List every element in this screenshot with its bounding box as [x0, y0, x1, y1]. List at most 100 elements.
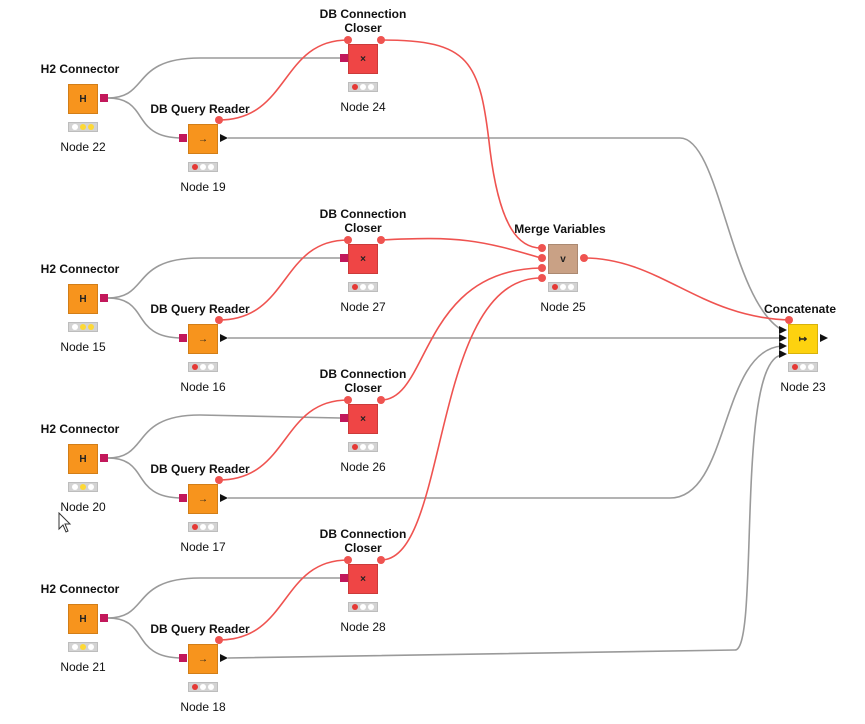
flow-reader-19-to-closer-24[interactable] — [218, 39, 349, 121]
connection-reader-19-to-concat-23[interactable] — [228, 137, 783, 331]
database-read-icon[interactable]: → — [188, 324, 218, 354]
flow-closer-28-to-merge-25[interactable] — [380, 277, 542, 561]
node-label[interactable]: Node 16 — [180, 380, 226, 394]
node-label[interactable]: Node 25 — [540, 300, 586, 314]
status-indicator — [548, 282, 578, 292]
node-label[interactable]: Node 24 — [340, 100, 386, 114]
data-output-port[interactable] — [220, 494, 228, 502]
flow-variable-input-port[interactable] — [785, 316, 793, 324]
db-output-port[interactable] — [100, 614, 108, 622]
connection-reader-18-to-concat-23[interactable] — [227, 354, 783, 659]
database-h2-icon[interactable]: H — [68, 444, 98, 474]
db-input-port[interactable] — [179, 654, 187, 662]
flow-variable-output-port[interactable] — [377, 236, 385, 244]
database-close-icon[interactable]: × — [348, 244, 378, 274]
db-output-port[interactable] — [100, 94, 108, 102]
database-h2-icon[interactable]: H — [68, 284, 98, 314]
db-input-port[interactable] — [340, 54, 348, 62]
connection-h2-21-to-reader-18[interactable] — [107, 617, 183, 659]
database-close-icon[interactable]: × — [348, 564, 378, 594]
db-input-port[interactable] — [179, 494, 187, 502]
node-title: DB Connection Closer — [319, 367, 407, 395]
database-h2-icon[interactable]: H — [68, 604, 98, 634]
data-output-port[interactable] — [220, 334, 228, 342]
db-input-port[interactable] — [340, 414, 348, 422]
data-output-port[interactable] — [220, 654, 228, 662]
node-title: DB Connection Closer — [319, 7, 407, 35]
flow-variable-input-port-1[interactable] — [538, 244, 546, 252]
connection-reader-17-to-concat-23[interactable] — [228, 345, 783, 499]
db-input-port[interactable] — [179, 334, 187, 342]
database-close-icon[interactable]: × — [348, 44, 378, 74]
connection-h2-22-to-reader-19[interactable] — [107, 97, 183, 139]
node-label[interactable]: Node 17 — [180, 540, 226, 554]
merge-variables-icon[interactable]: v — [548, 244, 578, 274]
data-input-port-2[interactable] — [779, 334, 787, 342]
database-read-icon[interactable]: → — [188, 484, 218, 514]
connection-h2-21-to-closer-28[interactable] — [107, 577, 340, 619]
node-label[interactable]: Node 28 — [340, 620, 386, 634]
flow-variable-port[interactable] — [215, 316, 223, 324]
data-output-port[interactable] — [820, 334, 828, 342]
node-title: DB Query Reader — [150, 302, 250, 316]
flow-variable-input-port[interactable] — [344, 556, 352, 564]
node-label[interactable]: Node 15 — [60, 340, 106, 354]
node-label[interactable]: Node 22 — [60, 140, 106, 154]
connection-h2-22-to-closer-24[interactable] — [107, 57, 340, 99]
status-indicator — [188, 522, 218, 532]
node-label[interactable]: Node 26 — [340, 460, 386, 474]
flow-variable-input-port[interactable] — [344, 36, 352, 44]
flow-closer-24-to-merge-25[interactable] — [380, 39, 542, 249]
node-title: DB Query Reader — [150, 462, 250, 476]
flow-variable-port[interactable] — [215, 116, 223, 124]
node-title: H2 Connector — [40, 62, 120, 76]
flow-reader-17-to-closer-26[interactable] — [218, 399, 349, 481]
connection-h2-15-to-closer-27[interactable] — [107, 257, 340, 299]
mouse-pointer-icon — [58, 512, 72, 533]
node-label[interactable]: Node 19 — [180, 180, 226, 194]
database-h2-icon[interactable]: H — [68, 84, 98, 114]
flow-closer-27-to-merge-25[interactable] — [380, 237, 542, 259]
flow-variable-input-port-4[interactable] — [538, 274, 546, 282]
flow-variable-output-port[interactable] — [377, 36, 385, 44]
flow-variable-input-port-3[interactable] — [538, 264, 546, 272]
node-label[interactable]: Node 21 — [60, 660, 106, 674]
db-output-port[interactable] — [100, 454, 108, 462]
node-title: DB Connection Closer — [319, 527, 407, 555]
node-label[interactable]: Node 27 — [340, 300, 386, 314]
flow-variable-port[interactable] — [215, 636, 223, 644]
flow-variable-output-port[interactable] — [580, 254, 588, 262]
flow-variable-input-port-2[interactable] — [538, 254, 546, 262]
concatenate-icon[interactable]: ↦ — [788, 324, 818, 354]
flow-closer-26-to-merge-25[interactable] — [380, 267, 542, 401]
flow-merge-25-to-concat-23[interactable] — [583, 257, 791, 321]
connection-h2-20-to-closer-26[interactable] — [107, 414, 341, 459]
node-label[interactable]: Node 23 — [780, 380, 826, 394]
node-label[interactable]: Node 20 — [60, 500, 106, 514]
node-title: DB Query Reader — [150, 622, 250, 636]
connection-h2-15-to-reader-16[interactable] — [107, 297, 183, 339]
data-output-port[interactable] — [220, 134, 228, 142]
db-output-port[interactable] — [100, 294, 108, 302]
status-indicator — [68, 322, 98, 332]
data-input-port-3[interactable] — [779, 342, 787, 350]
connection-h2-20-to-reader-17[interactable] — [107, 457, 183, 499]
data-input-port-1[interactable] — [779, 326, 787, 334]
flow-variable-input-port[interactable] — [344, 396, 352, 404]
db-input-port[interactable] — [340, 574, 348, 582]
status-indicator — [348, 282, 378, 292]
flow-variable-input-port[interactable] — [344, 236, 352, 244]
flow-variable-output-port[interactable] — [377, 396, 385, 404]
database-read-icon[interactable]: → — [188, 644, 218, 674]
data-input-port-4[interactable] — [779, 350, 787, 358]
database-read-icon[interactable]: → — [188, 124, 218, 154]
flow-variable-port[interactable] — [215, 476, 223, 484]
database-close-icon[interactable]: × — [348, 404, 378, 434]
node-label[interactable]: Node 18 — [180, 700, 226, 714]
flow-variable-output-port[interactable] — [377, 556, 385, 564]
flow-reader-18-to-closer-28[interactable] — [218, 559, 349, 641]
db-input-port[interactable] — [340, 254, 348, 262]
flow-reader-16-to-closer-27[interactable] — [218, 239, 349, 321]
db-input-port[interactable] — [179, 134, 187, 142]
